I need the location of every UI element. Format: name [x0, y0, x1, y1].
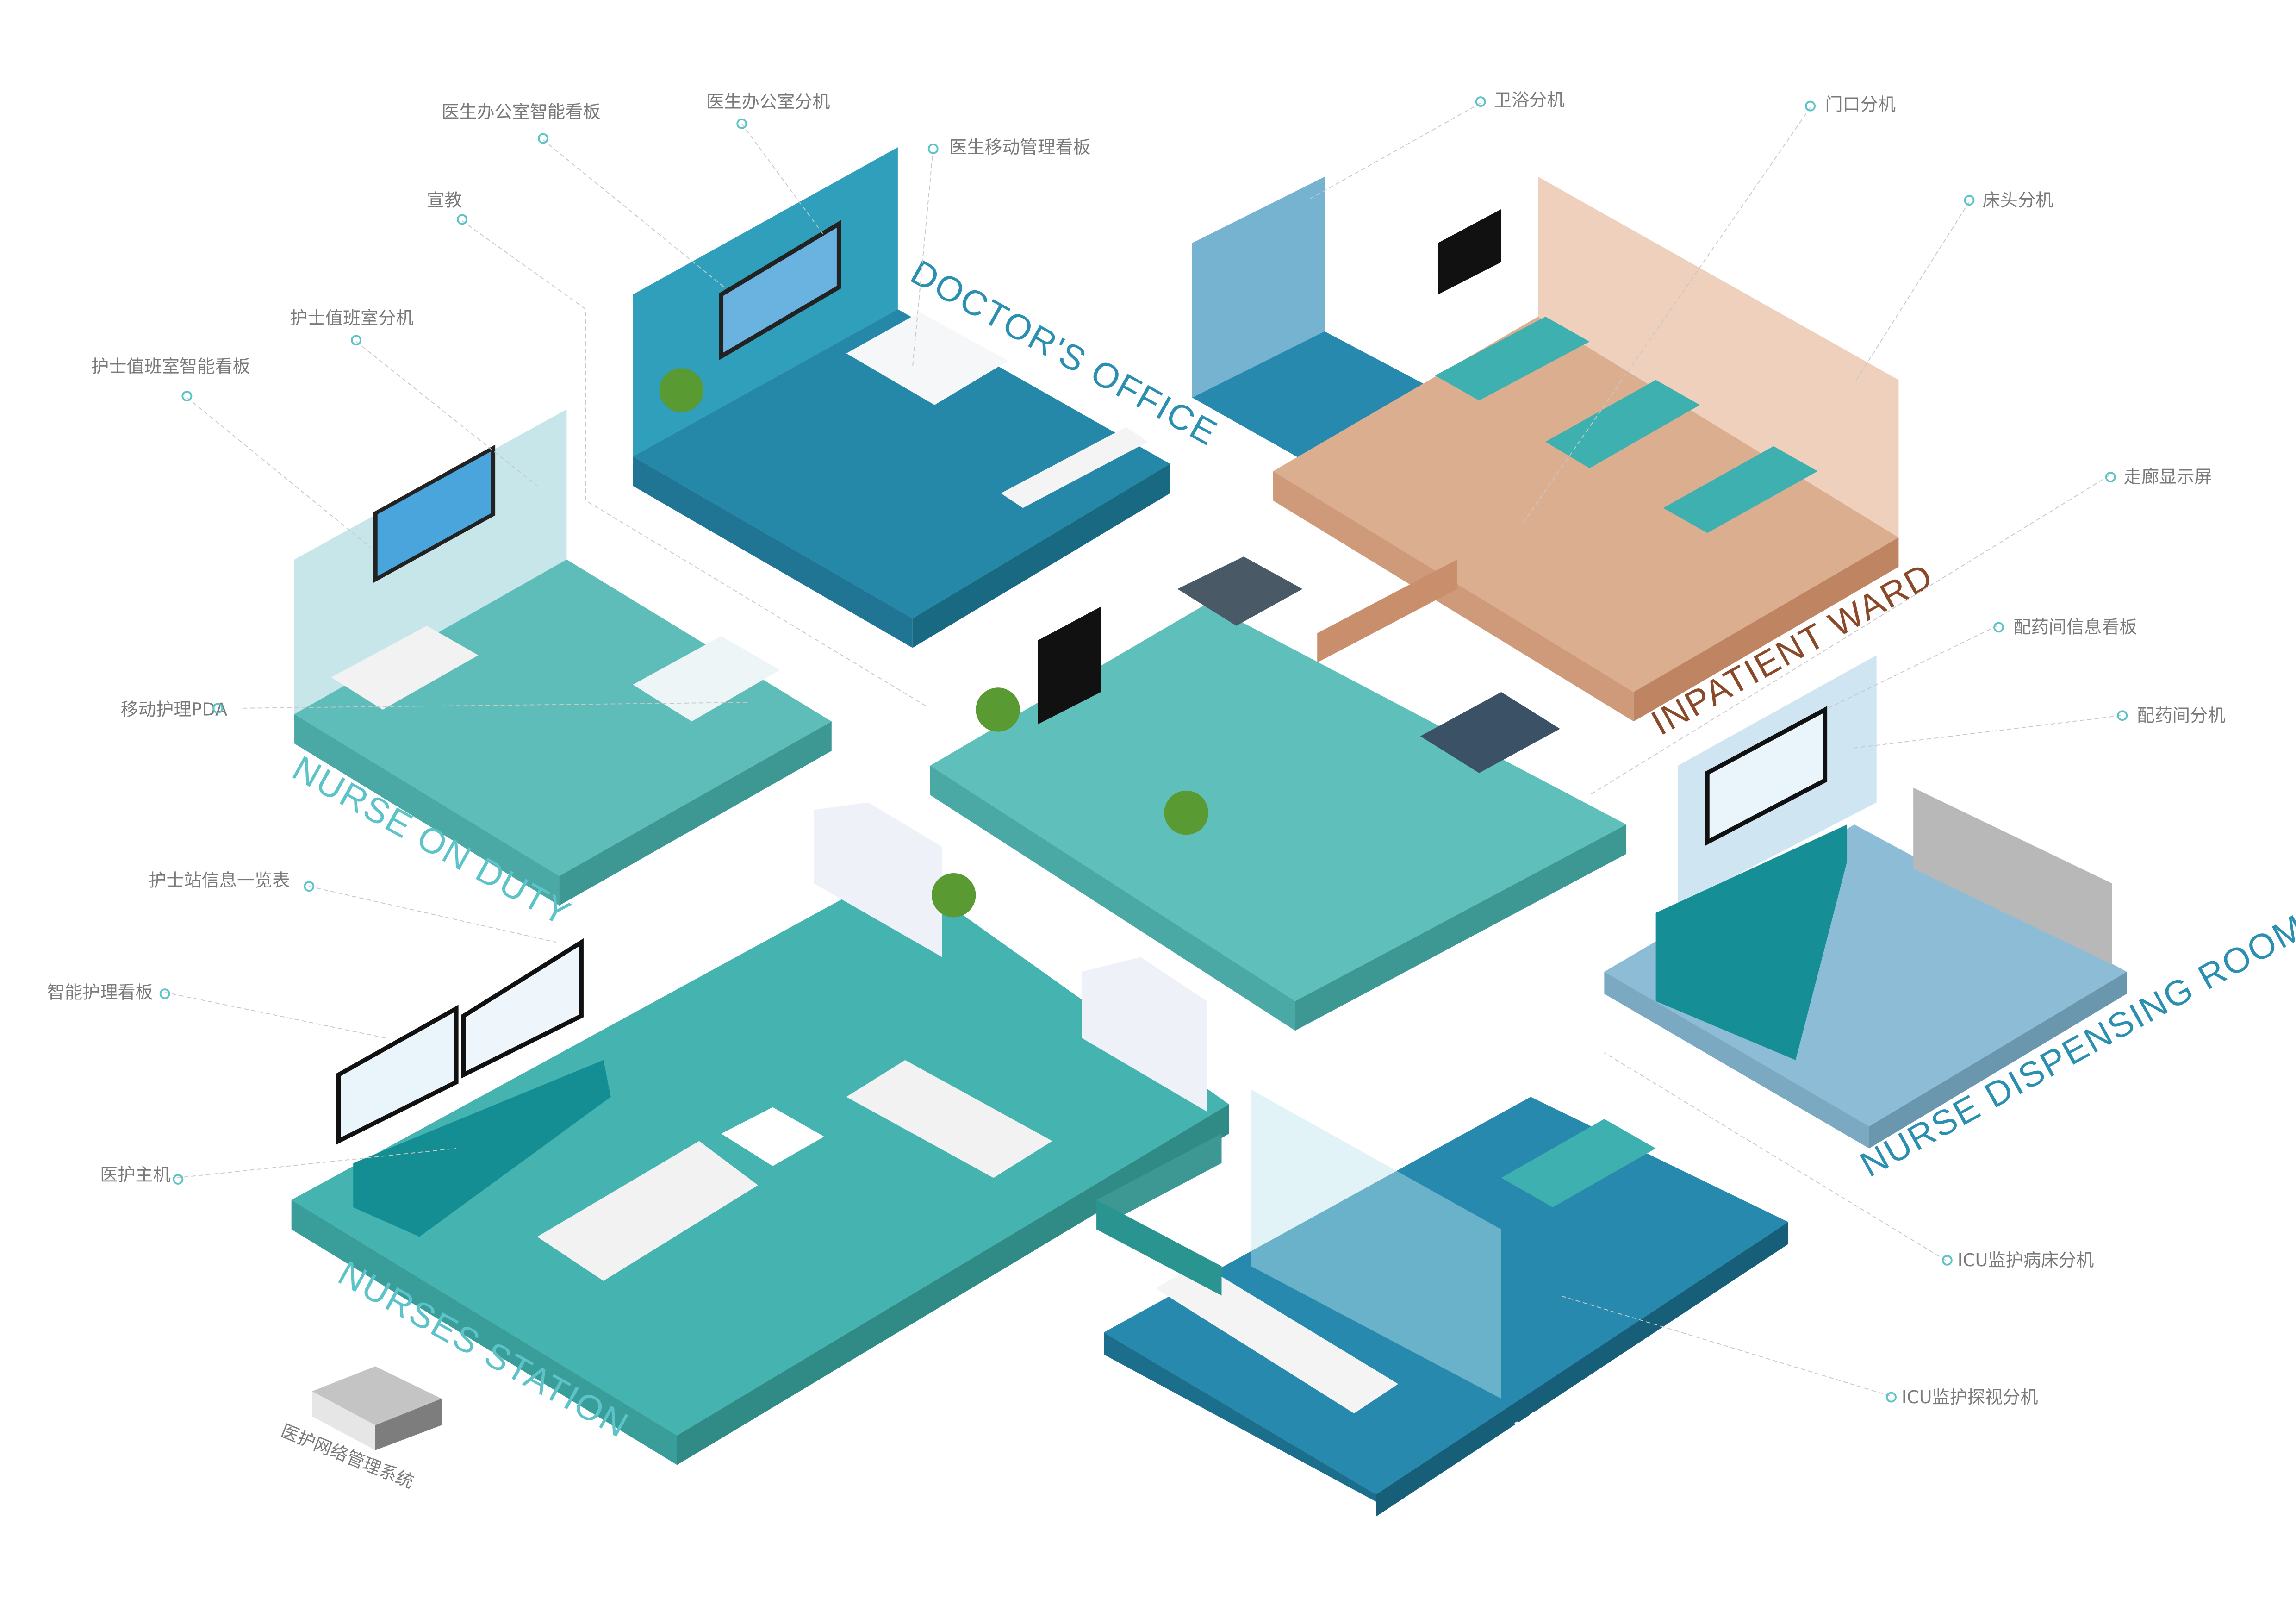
bed [1545, 380, 1700, 468]
callout-duty-room-extension: 护士值班室分机 [290, 308, 413, 328]
callout-marker-icon [1805, 100, 1816, 112]
dispensing-counter [1655, 824, 1848, 1060]
callout-marker-icon [1964, 195, 1975, 206]
room-nurses-station: NURSES STATION [291, 802, 1229, 1465]
bed [1435, 316, 1590, 401]
callout-master-unit: 医护主机 [100, 1165, 171, 1185]
callout-icu-visit-extension: ICU监护探视分机 [1902, 1387, 2038, 1407]
plant [659, 368, 704, 412]
callout-doctor-office-smart-board: 医生办公室智能看板 [442, 102, 600, 122]
desk [633, 636, 780, 722]
callout-education: 宣教 [427, 190, 462, 210]
plant [1164, 790, 1208, 835]
icu-bed [1501, 1119, 1656, 1207]
sofa [331, 625, 479, 710]
callout-leaders [164, 102, 2121, 1396]
station-info-table [461, 938, 584, 1079]
callout-marker-icon [1886, 1392, 1897, 1403]
plant [932, 873, 976, 918]
corridor-display [1037, 606, 1101, 725]
bookshelf [814, 802, 942, 957]
room-icu: ICU INTENSIVE CARE UNIT [1096, 1089, 1957, 1517]
smart-nursing-board [336, 1005, 459, 1145]
callout-marker-icon [2105, 472, 2116, 482]
callout-dispensing-extension: 配药间分机 [2137, 705, 2226, 725]
plant [976, 687, 1020, 732]
callout-doctor-office-extension: 医生办公室分机 [706, 91, 830, 112]
doctor-desk [846, 312, 1008, 405]
callout-icu-bed-extension: ICU监护病床分机 [1958, 1250, 2094, 1270]
coffee-table [721, 1107, 824, 1166]
callout-marker-icon [2117, 710, 2128, 721]
callout-marker-icon [212, 703, 224, 714]
callout-marker-icon [181, 391, 193, 402]
visitor-chairs [1155, 1263, 1399, 1414]
callout-marker-icon [736, 118, 747, 129]
callouts: 医生办公室智能看板 医生办公室分机 医生移动管理看板 宣教 护士值班室分机 护士… [47, 90, 2226, 1407]
waiting-chairs [1177, 556, 1303, 626]
room-doctors-office: DOCTOR'S OFFICE [633, 147, 1224, 648]
callout-bedside-extension: 床头分机 [1983, 190, 2053, 210]
bookshelf [1082, 957, 1207, 1112]
callout-marker-icon [351, 335, 362, 346]
callout-marker-icon [538, 133, 548, 144]
callout-dispensing-info-board: 配药间信息看板 [2013, 617, 2137, 637]
dispensing-info-board [1705, 706, 1828, 846]
duty-room-smart-board [373, 444, 496, 583]
callout-marker-icon [173, 1174, 184, 1185]
callout-smart-nursing-board: 智能护理看板 [47, 982, 153, 1002]
callout-doctor-mobile-board: 医生移动管理看板 [949, 137, 1090, 157]
callout-corridor-display: 走廊显示屏 [2124, 467, 2212, 487]
sofa [537, 1141, 758, 1281]
nurse-station-counter [353, 1060, 611, 1237]
callout-marker-icon [1475, 96, 1486, 107]
callout-door-extension: 门口分机 [1825, 94, 1896, 115]
corridor-tv [1437, 209, 1501, 295]
room-nurse-dispensing: NURSE DISPENSING ROOM [1604, 655, 2296, 1185]
callout-marker-icon [159, 988, 170, 999]
central-corridor [930, 556, 1627, 1031]
callout-marker-icon [927, 143, 939, 154]
exam-bed [1001, 427, 1148, 508]
callout-duty-room-smart-board: 护士值班室智能看板 [91, 356, 250, 377]
sofa [846, 1060, 1052, 1178]
callout-marker-icon [457, 214, 468, 225]
network-server: 医护网络管理系统 [278, 1366, 442, 1492]
callout-station-info-table: 护士站信息一览表 [149, 870, 290, 891]
callout-marker-icon [304, 881, 315, 892]
waiting-chairs [1420, 692, 1560, 773]
callout-mobile-pda: 移动护理PDA [121, 700, 227, 720]
room-inpatient-ward: INPATIENT WARD [1192, 176, 1940, 743]
callout-marker-icon [1993, 622, 2004, 633]
callout-marker-icon [1941, 1255, 1953, 1266]
bed [1663, 446, 1818, 533]
medicine-cabinet [1913, 787, 2112, 965]
callout-bathroom-extension: 卫浴分机 [1494, 90, 1565, 110]
doctor-office-smart-board [719, 220, 841, 361]
